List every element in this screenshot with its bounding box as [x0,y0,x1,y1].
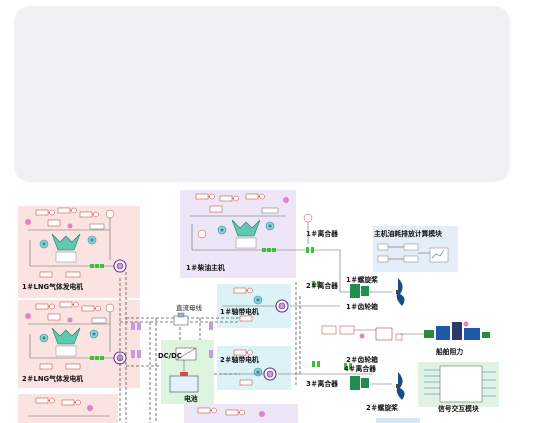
clutch-2-label: 2＃离合器 [306,281,338,290]
clutch-1-label: 1＃离合器 [306,229,338,238]
ship-resistance-icon [400,321,490,340]
signal-module-label: 信号交互模块 [438,404,479,413]
lng1-generator-schematic [25,207,127,278]
lng2-generator-schematic [25,301,127,370]
control-block-upper [321,325,403,341]
clutch-1-sensor [303,213,313,223]
lng2-label: 2＃LNG气体发电机 [22,374,83,383]
propeller-2-icon [396,372,405,400]
shaft-motor-1-schematic [222,287,289,322]
gearbox-2-label: 2＃齿轮箱 [346,355,378,364]
shaft2-panel [217,346,291,390]
signal-module-schematic [424,365,496,403]
lng3-panel [18,394,118,423]
lng1-panel [18,206,140,298]
prop-2-label: 2＃螺旋桨 [366,403,398,412]
bottom-blue-tag [376,418,420,423]
lng3-generator-schematic [28,397,110,417]
dc-bus-wiring [119,272,301,423]
bus-breaker-symbols [131,322,213,358]
diesel-label: 1＃柴油主机 [186,263,225,272]
clutch-3-label: 3＃离合器 [306,379,338,388]
gearbox-2-schematic [350,376,392,390]
gearbox-1-schematic [350,284,392,298]
image-placeholder-card [14,6,510,182]
battery-schematic [169,347,199,393]
clutch-3-icon [312,361,320,367]
diesel2-schematic [197,407,265,417]
calc-module-schematic [377,243,449,263]
propeller-1-icon [396,278,405,306]
dc-bus-coupler [173,312,189,326]
shaft-motor-2-schematic [222,349,277,386]
clutch-4-label: 4＃离合器 [344,364,376,373]
shaft-motor-1-label: 1＃轴带电机 [220,307,259,316]
gearbox-1-label: 1＃齿轮箱 [346,302,378,311]
prop-1-label: 1＃螺旋桨 [346,275,378,284]
dcdc-label: DC/DC [158,352,182,360]
propulsion-system-diagram: 1＃LNG气体发电机 2＃LNG气体发电机 [18,190,499,423]
diesel-engine-schematic [190,193,296,252]
battery-label: 电池 [184,394,198,403]
shaft-motor-2-label: 2＃轴带电机 [220,355,259,364]
ship-resistance-label: 船舶阻力 [436,347,463,356]
lng1-label: 1＃LNG气体发电机 [22,282,83,291]
dc-bus-label: 直流母线 [176,303,203,312]
calc-module-label: 主机油耗排放计算模块 [374,229,442,238]
